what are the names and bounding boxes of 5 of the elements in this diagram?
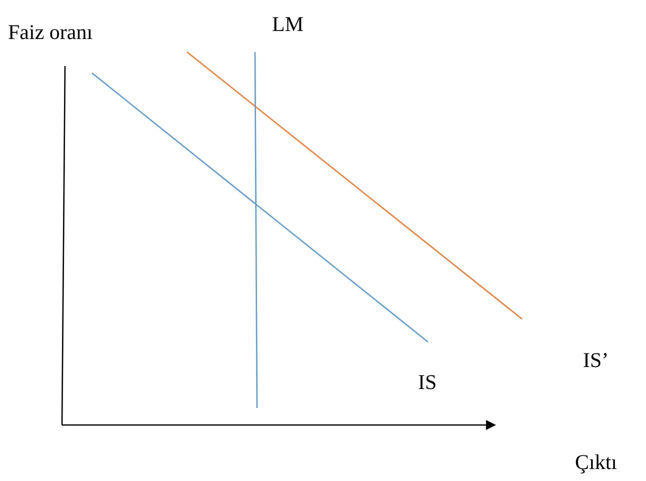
- axis-label: Çıktı: [575, 452, 618, 473]
- axis-label: Faiz oranı: [8, 22, 93, 43]
- curve-label: IS’: [583, 350, 609, 371]
- curve-label: LM: [272, 14, 304, 35]
- curve-label: IS: [418, 372, 437, 393]
